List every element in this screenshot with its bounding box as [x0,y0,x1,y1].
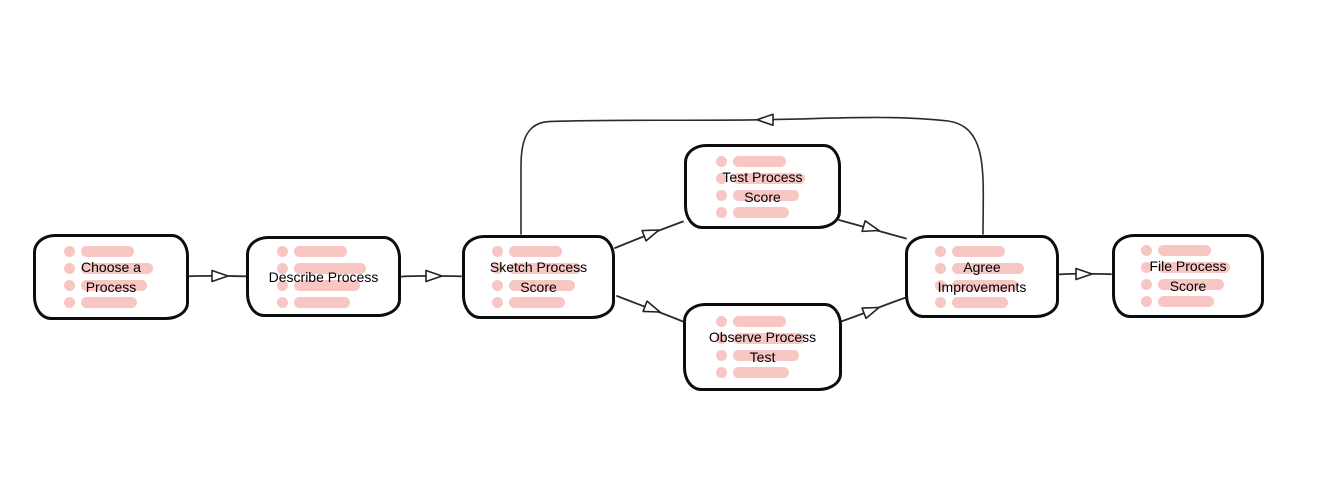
arrowhead-icon [756,113,774,127]
placeholder-line [935,245,1029,257]
placeholder-line [935,296,1029,308]
placeholder-line [715,350,810,361]
placeholder-line [715,172,810,184]
arrowhead-icon [641,229,660,242]
placeholder-text-lines [276,245,371,308]
arrowhead-icon [642,300,661,313]
node-describe-process[interactable]: Describe Process [246,236,401,317]
node-label: Sketch Process Score [489,259,588,295]
placeholder-line [64,246,158,257]
placeholder-line [64,280,158,291]
placeholder-line [1141,245,1235,256]
placeholder-line [491,297,586,308]
placeholder-line [935,279,1029,291]
placeholder-line [715,189,810,201]
node-test-process-score[interactable]: Test Process Score [684,144,841,229]
node-label: Agree Improvements [937,258,1027,295]
arrowhead-icon [425,269,443,283]
node-label: Observe Process Test [708,329,817,365]
placeholder-line [276,296,371,308]
node-label: File Process Score [1149,258,1227,294]
placeholder-line [64,297,158,308]
placeholder-line [1141,262,1235,273]
placeholder-line [715,206,810,218]
node-agree-improvements[interactable]: Agree Improvements [905,235,1059,318]
node-file-process-score[interactable]: File Process Score [1112,234,1264,318]
placeholder-text-lines [715,155,810,218]
arrowhead-icon [861,220,880,233]
placeholder-line [935,262,1029,274]
placeholder-line [715,316,810,327]
placeholder-text-lines [1141,245,1235,307]
node-label: Choose a Process [81,259,141,295]
placeholder-line [64,263,158,274]
placeholder-line [276,262,371,274]
arrowhead-icon [211,269,229,283]
placeholder-line [276,279,371,291]
node-choose-a-process[interactable]: Choose a Process [33,234,189,320]
node-observe-process-test[interactable]: Observe Process Test [683,303,842,391]
placeholder-line [491,263,586,274]
placeholder-text-lines [491,246,586,308]
placeholder-text-lines [715,316,810,378]
placeholder-line [1141,296,1235,307]
node-sketch-process-score[interactable]: Sketch Process Score [462,235,615,319]
arrowhead-icon [861,306,880,320]
placeholder-line [1141,279,1235,290]
placeholder-text-lines [935,245,1029,308]
placeholder-line [715,155,810,167]
arrowhead-icon [1075,267,1093,281]
placeholder-line [276,245,371,257]
node-label: Test Process Score [722,168,803,205]
node-label: Describe Process [268,268,379,285]
placeholder-line [491,280,586,291]
placeholder-line [715,367,810,378]
placeholder-text-lines [64,246,158,308]
placeholder-line [491,246,586,257]
placeholder-line [715,333,810,344]
